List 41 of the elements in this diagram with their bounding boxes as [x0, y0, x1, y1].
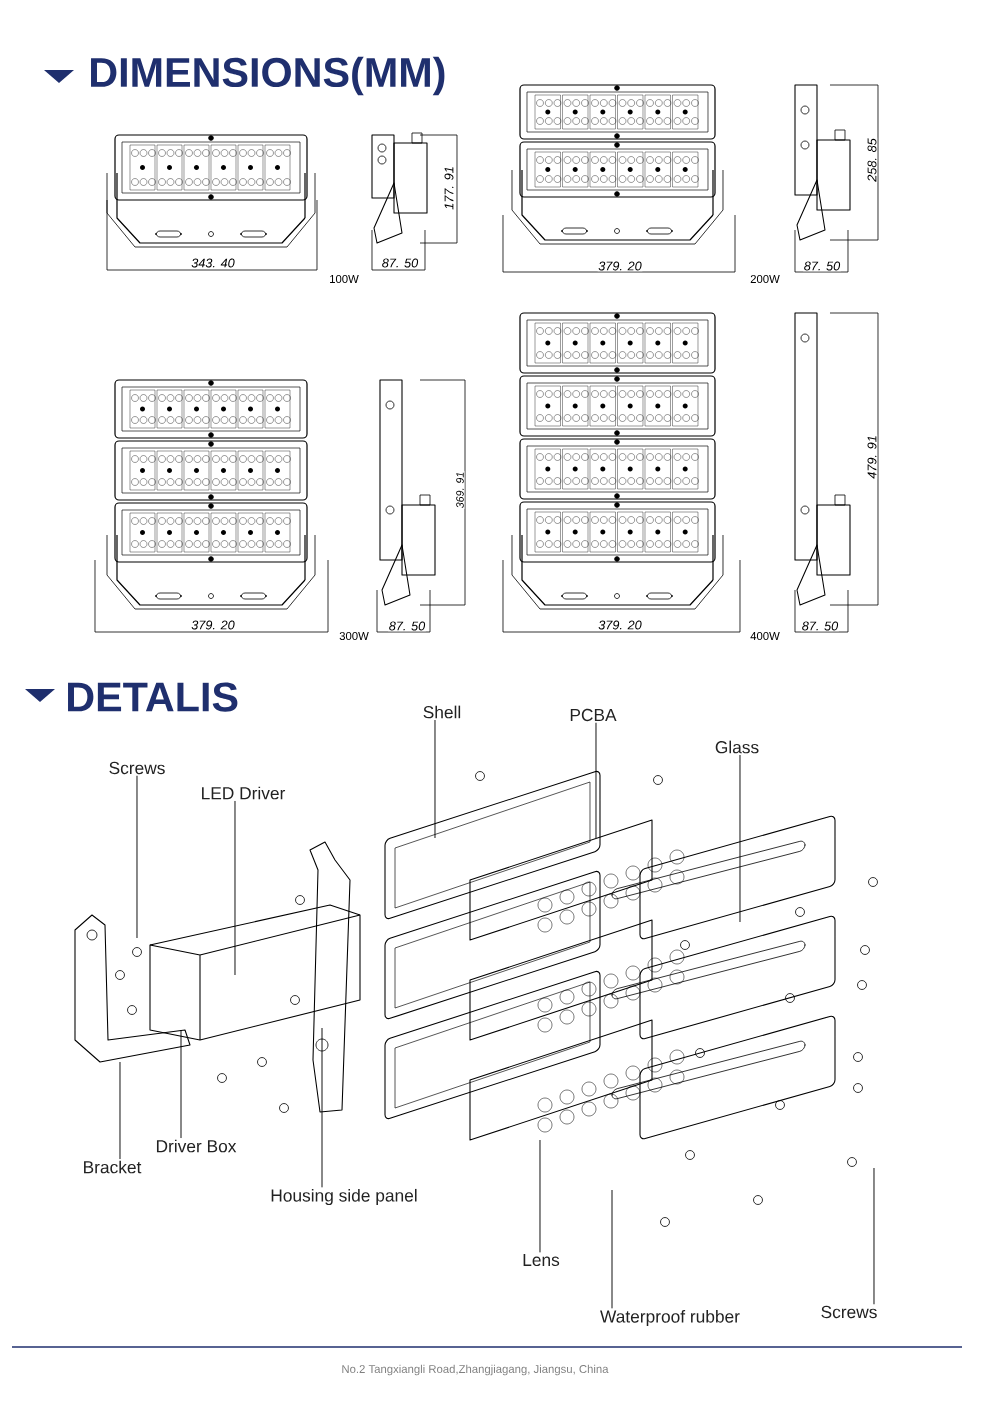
- leader-line: [539, 1139, 541, 1253]
- section-heading: DIMENSIONS(MM): [91, 56, 445, 96]
- power-rating: 100W: [330, 275, 359, 283]
- dimension-value: 343. 40: [190, 257, 236, 269]
- part-label: Screws: [109, 761, 165, 775]
- dimension-value: 369. 91: [455, 471, 465, 509]
- dimension-value: 258. 85: [866, 137, 878, 183]
- leader-line: [136, 775, 138, 939]
- power-rating: 400W: [750, 632, 780, 640]
- leader-line: [739, 754, 741, 923]
- leader-line: [595, 722, 597, 839]
- leader-line: [119, 1061, 121, 1160]
- part-label: Bracket: [84, 1160, 142, 1174]
- part-label: Glass: [715, 740, 759, 754]
- address-text: No.2 Tangxiangli Road,Zhangjiagang, Jiangsu, China: [342, 1364, 609, 1376]
- part-label: Driver Box: [156, 1139, 237, 1153]
- section-heading: DETALIS: [68, 682, 238, 712]
- power-rating: 300W: [339, 632, 369, 640]
- leader-line: [321, 1027, 323, 1188]
- dimension-value: 177. 91: [443, 165, 455, 211]
- dimension-value: 87. 50: [388, 620, 426, 632]
- power-rating: 200W: [750, 275, 780, 283]
- leader-line: [873, 1167, 875, 1305]
- dimension-value: 87. 50: [381, 257, 419, 269]
- part-label: Lens: [523, 1253, 560, 1267]
- part-label: Screws: [821, 1305, 877, 1319]
- dimension-value: 479. 91: [866, 434, 878, 480]
- part-label: Housing side panel: [271, 1188, 417, 1206]
- dimension-value: 379. 20: [597, 619, 643, 631]
- dimension-value: 87. 50: [801, 620, 839, 632]
- leader-line: [234, 800, 236, 976]
- part-label: Shell: [423, 705, 461, 719]
- dimension-value: 379. 20: [597, 260, 643, 272]
- dimension-value: 87. 50: [803, 260, 841, 272]
- dimension-value: 379. 20: [190, 619, 236, 631]
- leader-line: [611, 1189, 613, 1309]
- leader-line: [434, 719, 436, 839]
- part-label: LED Driver: [202, 786, 286, 800]
- leader-line: [180, 1029, 182, 1139]
- part-label: PCBA: [570, 708, 617, 722]
- part-label: Waterproof rubber: [600, 1309, 740, 1327]
